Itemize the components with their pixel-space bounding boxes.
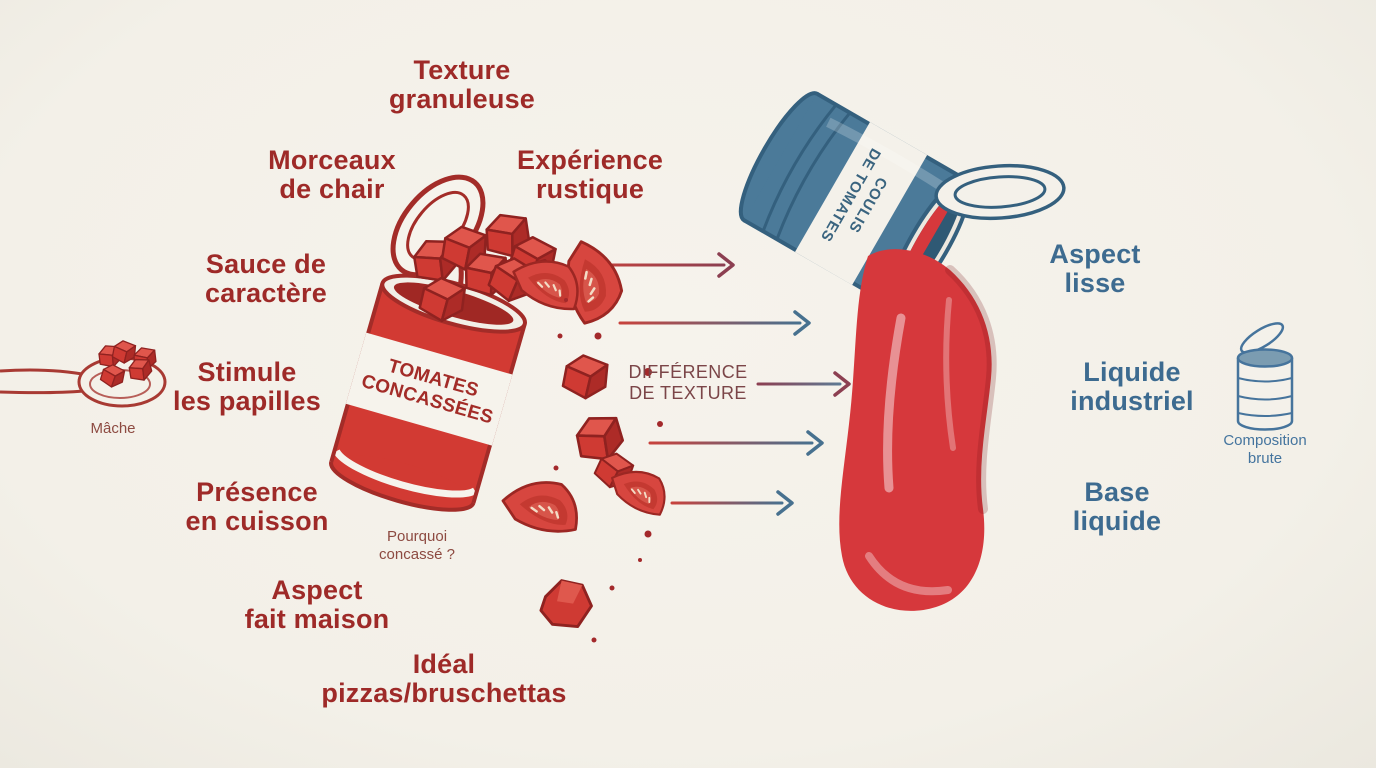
arrow-right-icon [648,430,824,456]
coulis-can-lid [934,163,1066,221]
arrow-right-icon [670,490,794,516]
label-experience-rustique: Expérience rustique [516,145,664,204]
pour-stream [839,249,997,611]
spoon-icon [0,339,167,408]
label-morceaux-de-chair: Morceaux de chair [268,145,396,204]
label-aspect-fait-maison: Aspect fait maison [244,575,390,634]
label-presence-en-cuisson: Présence en cuisson [185,477,329,536]
arrow-right-icon [618,310,811,336]
splatter-dots [553,298,663,643]
caption-pourquoi-concasse: Pourquoi concassé ? [379,528,455,563]
tomato-chunks [409,211,670,643]
center-title-difference-de-texture: DIFFÉRENCE DE TEXTURE [628,362,748,404]
label-aspect-lisse: Aspect lisse [1049,239,1141,298]
label-base-liquide: Base liquide [1072,477,1162,536]
caption-mache: Mâche [90,420,136,437]
label-texture-granuleuse: Texture granuleuse [388,55,536,114]
texture-difference-arrows [581,252,851,516]
small-can-icon [1236,322,1294,431]
label-sauce-de-caractere: Sauce de caractère [205,249,327,308]
label-liquide-industriel: Liquide industriel [1070,357,1194,416]
caption-composition-brute: Composition brute [1223,432,1307,467]
arrow-right-icon [756,371,851,397]
label-ideal-pizzas: Idéal pizzas/bruschettas [321,649,567,708]
label-stimule-les-papilles: Stimule les papilles [173,357,321,416]
